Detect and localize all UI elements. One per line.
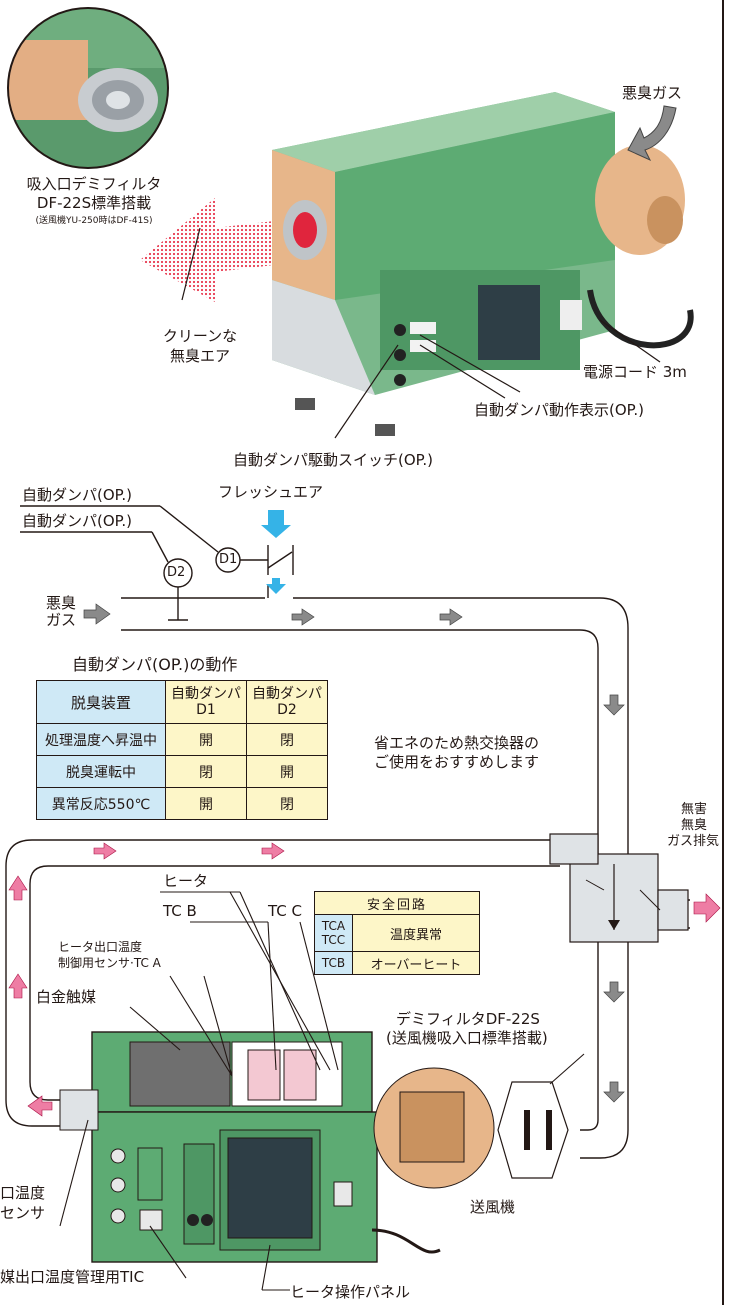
row-state: 処理温度へ昇温中	[36, 723, 166, 756]
blower-label: 送風機	[470, 1198, 516, 1216]
fresh-air-arrow	[261, 510, 291, 538]
fresh-air-small-arrow	[266, 578, 286, 594]
exhaust-label-3: ガス排気	[666, 834, 719, 849]
unit-leader-lines	[59, 891, 585, 1291]
row-d2: 閉	[246, 723, 328, 756]
col-header-d2-line1: 自動ダンパ	[252, 686, 322, 702]
pink-arrow-up-1	[8, 875, 28, 901]
damper-display-label: 自動ダンパ動作表示(OP.)	[474, 401, 644, 419]
safety-codes: TCB	[314, 951, 353, 975]
col-header-d1-line1: 自動ダンパ	[171, 686, 241, 702]
safety-table-title: 安全回路	[314, 891, 480, 915]
clean-air-label-1: クリーンな	[162, 327, 238, 345]
demi-filter-label-2: (送風機吸入口標準搭載)	[386, 1029, 548, 1047]
catalyst-tic-label: 媒出口温度管理用TIC	[0, 1268, 145, 1286]
table-row: TCB オーバーヒート	[314, 951, 480, 975]
exhaust-arrow	[693, 893, 721, 923]
damper-op-label-2: 自動ダンパ(OP.)	[22, 512, 132, 530]
clean-air-label-2: 無臭エア	[169, 347, 230, 365]
platinum-catalyst-label: 白金触媒	[36, 988, 97, 1006]
filter-note-label: (送風機YU-250時はDF-41S)	[35, 216, 153, 226]
row-state: 脱臭運転中	[36, 755, 166, 788]
row-state: 異常反応550℃	[36, 787, 166, 820]
foul-gas-inlet-label-2: ガス	[46, 611, 77, 629]
heat-exchanger-note-2: ご使用をおすすめします	[374, 753, 540, 771]
power-cord-label: 電源コード 3m	[583, 363, 687, 381]
clean-air-arrow	[140, 198, 300, 302]
safety-text: オーバーヒート	[352, 951, 480, 975]
tc-b-label: TC B	[163, 902, 197, 920]
row-d1: 開	[165, 787, 247, 820]
pink-arrow-1	[93, 842, 117, 860]
heat-exchanger-note-1: 省エネのため熱交換器の	[374, 734, 540, 752]
gray-arrow-4	[603, 981, 625, 1003]
right-border-line	[722, 0, 724, 1305]
col-header-d2-line2: D2	[277, 702, 297, 718]
deodorizer-machine	[272, 92, 694, 436]
catalytic-unit	[59, 1031, 569, 1263]
outlet-temp-label-2: センサ	[0, 1204, 46, 1222]
row-d1: 開	[165, 723, 247, 756]
table-row: 異常反応550℃ 開 閉	[36, 787, 328, 820]
row-d2: 開	[246, 755, 328, 788]
exhaust-label-2: 無臭	[680, 818, 707, 833]
table-row: 脱臭運転中 閉 開	[36, 755, 328, 788]
damper-op-label-1: 自動ダンパ(OP.)	[22, 486, 132, 504]
inlet-filter-label: 吸入口デミフィルタ	[26, 175, 162, 193]
heater-label: ヒータ	[163, 872, 209, 890]
tc-c-label: TC C	[268, 902, 302, 920]
heater-panel-label: ヒータ操作パネル	[290, 1283, 411, 1301]
heat-exchanger	[549, 833, 689, 943]
photo-leader-lines	[181, 227, 661, 439]
gray-arrow-1	[291, 608, 315, 626]
pink-arrow-left	[27, 1095, 53, 1117]
inlet-filter-inset	[7, 7, 169, 169]
flow-arrows	[8, 510, 721, 1117]
gray-arrow-3	[603, 694, 625, 716]
row-d2: 閉	[246, 787, 328, 820]
fresh-air-label: フレッシュエア	[218, 483, 324, 501]
pink-arrow-2	[261, 842, 285, 860]
gray-arrow-5	[603, 1081, 625, 1103]
flow-diagram	[5, 505, 721, 1291]
foul-gas-label: 悪臭ガス	[622, 84, 683, 102]
col-header-device: 脱臭装置	[36, 680, 166, 724]
filter-model-label: DF-22S標準搭載	[36, 194, 152, 212]
exhaust-label-1: 無害	[680, 802, 707, 817]
heater-sensor-label-1: ヒータ出口温度	[58, 940, 143, 954]
damper-d1-label: D1	[219, 552, 238, 567]
gray-arrow-2	[439, 608, 463, 626]
heater-sensor-label-2: 制御用センサ·TC A	[58, 956, 161, 970]
safety-code-tcc: TCC	[321, 933, 346, 947]
row-d1: 閉	[165, 755, 247, 788]
damper-d2-label: D2	[167, 565, 186, 580]
outlet-temp-label-1: 口温度	[0, 1184, 46, 1202]
foul-gas-arrow	[627, 105, 677, 162]
col-header-d1-line2: D1	[196, 702, 216, 718]
damper-table-title: 自動ダンパ(OP.)の動作	[72, 655, 238, 674]
foul-gas-inlet-arrow	[83, 603, 111, 625]
safety-code-tca: TCA	[321, 919, 346, 933]
damper-switch-label: 自動ダンパ駆動スイッチ(OP.)	[233, 451, 433, 469]
demi-filter-label-1: デミフィルタDF-22S	[396, 1010, 540, 1028]
foul-gas-inlet-label-1: 悪臭	[46, 594, 77, 612]
table-row: 処理温度へ昇温中 開 閉	[36, 723, 328, 756]
machine-photo	[7, 7, 694, 439]
pink-arrow-up-2	[8, 973, 28, 999]
safety-text: 温度異常	[352, 914, 480, 952]
